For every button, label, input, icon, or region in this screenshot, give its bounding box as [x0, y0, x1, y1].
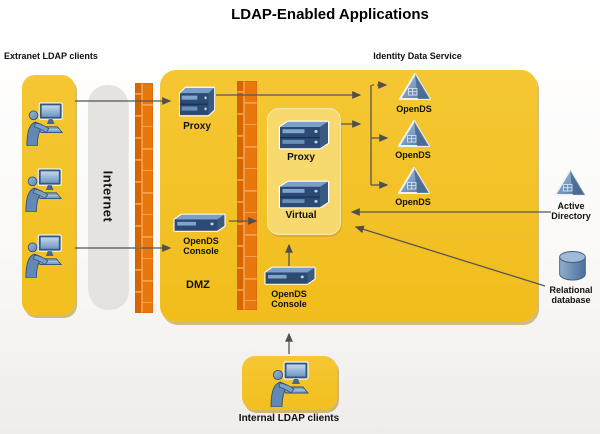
internal-console-label: OpenDS Console	[271, 289, 307, 310]
active-directory-label: Active Directory	[551, 201, 591, 222]
internet-cloud-bar: Internet	[88, 85, 128, 308]
dmz-label: DMZ	[186, 279, 210, 291]
opends-pyramid-icon	[396, 166, 432, 196]
opends-label-1: OpenDS	[396, 104, 432, 114]
relational-database-icon	[556, 250, 589, 282]
active-directory-pyramid-icon	[551, 168, 589, 198]
identity-data-service-label: Identity Data Service	[373, 51, 462, 61]
cluster-virtual-label: Virtual	[285, 210, 317, 221]
client-computer-icon	[24, 100, 66, 146]
dmz-console-label: OpenDS Console	[183, 236, 219, 257]
client-computer-icon	[23, 232, 65, 278]
firewall-icon	[237, 81, 257, 310]
diagram-title: LDAP-Enabled Applications	[231, 6, 429, 23]
internet-label: Internet	[100, 170, 116, 223]
opends-console-server-icon	[171, 213, 228, 234]
relational-database-label: Relational database	[549, 285, 593, 306]
opends-label-3: OpenDS	[395, 197, 431, 207]
proxy-server-icon	[177, 86, 217, 117]
opends-label-2: OpenDS	[395, 150, 431, 160]
extranet-clients-box	[22, 75, 75, 315]
cluster-proxy-server-icon	[276, 120, 332, 150]
opends-pyramid-icon	[396, 119, 432, 149]
cluster-proxy-label: Proxy	[287, 152, 315, 163]
internal-console-server-icon	[262, 266, 318, 287]
client-computer-icon	[23, 166, 65, 212]
dmz-proxy-label: Proxy	[183, 121, 211, 132]
firewall-icon	[135, 83, 153, 313]
client-computer-icon	[267, 359, 313, 407]
extranet-clients-label: Extranet LDAP clients	[4, 51, 98, 61]
opends-pyramid-icon	[397, 72, 433, 102]
internal-clients-box	[242, 356, 337, 410]
internal-clients-label: Internal LDAP clients	[238, 413, 340, 424]
cluster-virtual-server-icon	[276, 180, 332, 209]
